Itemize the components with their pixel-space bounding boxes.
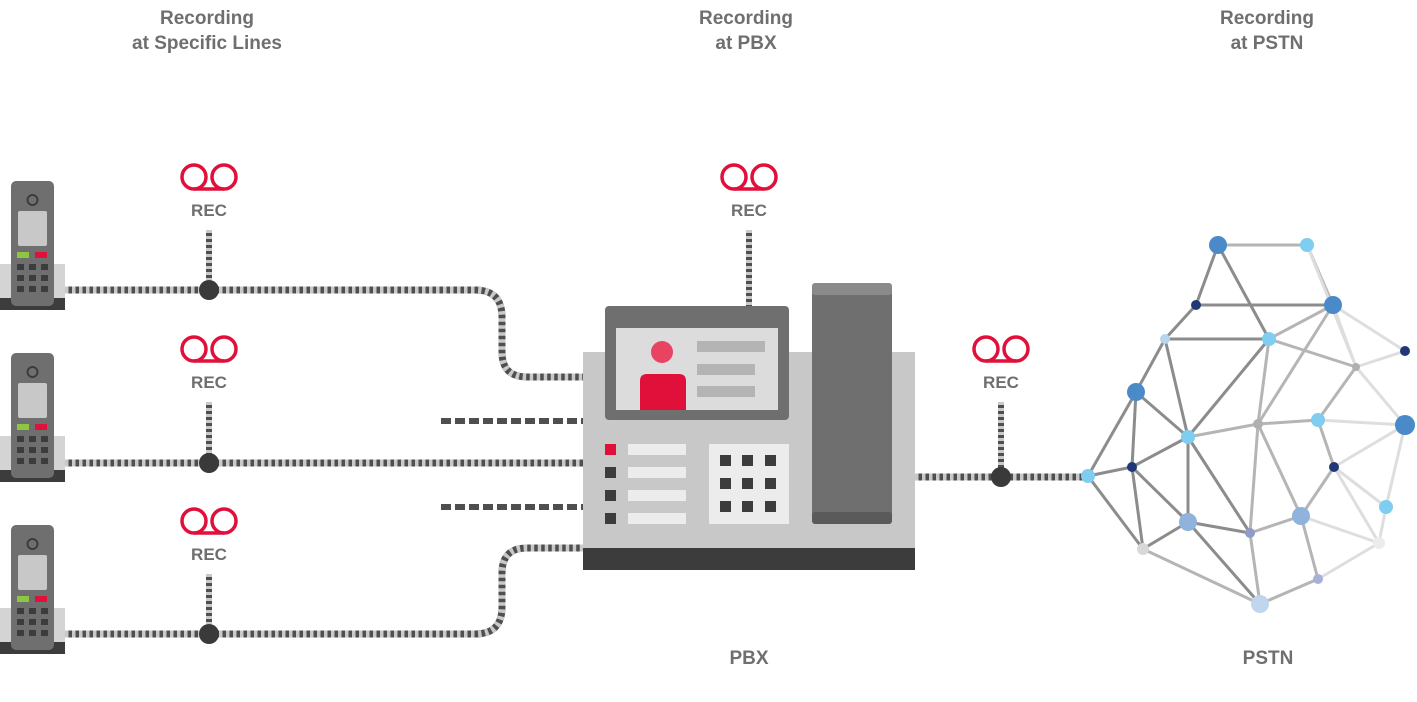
header-pbx-line2: at PBX xyxy=(715,33,777,54)
tap-node-line1 xyxy=(199,280,219,300)
tap-node-line2 xyxy=(199,453,219,473)
rec-icon-line1 xyxy=(180,163,238,191)
tap-nodes xyxy=(199,280,1011,644)
rec-label-pstn: REC xyxy=(983,373,1019,392)
rec-label-line2: REC xyxy=(191,373,227,392)
rec-label-line1: REC xyxy=(191,201,227,220)
rec-icon-line2 xyxy=(180,335,238,363)
rec-label-pbx: REC xyxy=(731,201,767,220)
header-lines-line2: at Specific Lines xyxy=(132,33,282,54)
header-pstn-line1: Recording xyxy=(1220,8,1314,29)
header-pstn-line2: at PSTN xyxy=(1230,33,1304,54)
rec-icon-line3 xyxy=(180,507,238,535)
desk-phone-3 xyxy=(0,524,66,655)
desk-phone-2 xyxy=(0,352,66,483)
header-pbx-line1: Recording xyxy=(699,8,793,29)
pbx-caption: PBX xyxy=(729,648,769,669)
header-recording-pstn: Recording at PSTN xyxy=(1137,6,1397,56)
tap-node-pstn xyxy=(991,467,1011,487)
tap-node-line3 xyxy=(199,624,219,644)
rec-label-line3: REC xyxy=(191,545,227,564)
header-recording-lines: Recording at Specific Lines xyxy=(77,6,337,56)
pstn-caption: PSTN xyxy=(1242,648,1294,669)
line-cables xyxy=(65,286,1088,638)
header-recording-pbx: Recording at PBX xyxy=(616,6,876,56)
rec-icon-pbx xyxy=(720,163,778,191)
rec-icon-pstn xyxy=(972,335,1030,363)
desk-phone-1 xyxy=(0,180,66,311)
pbx-device xyxy=(583,283,915,570)
pstn-network xyxy=(1081,236,1415,613)
header-lines-line1: Recording xyxy=(160,8,254,29)
